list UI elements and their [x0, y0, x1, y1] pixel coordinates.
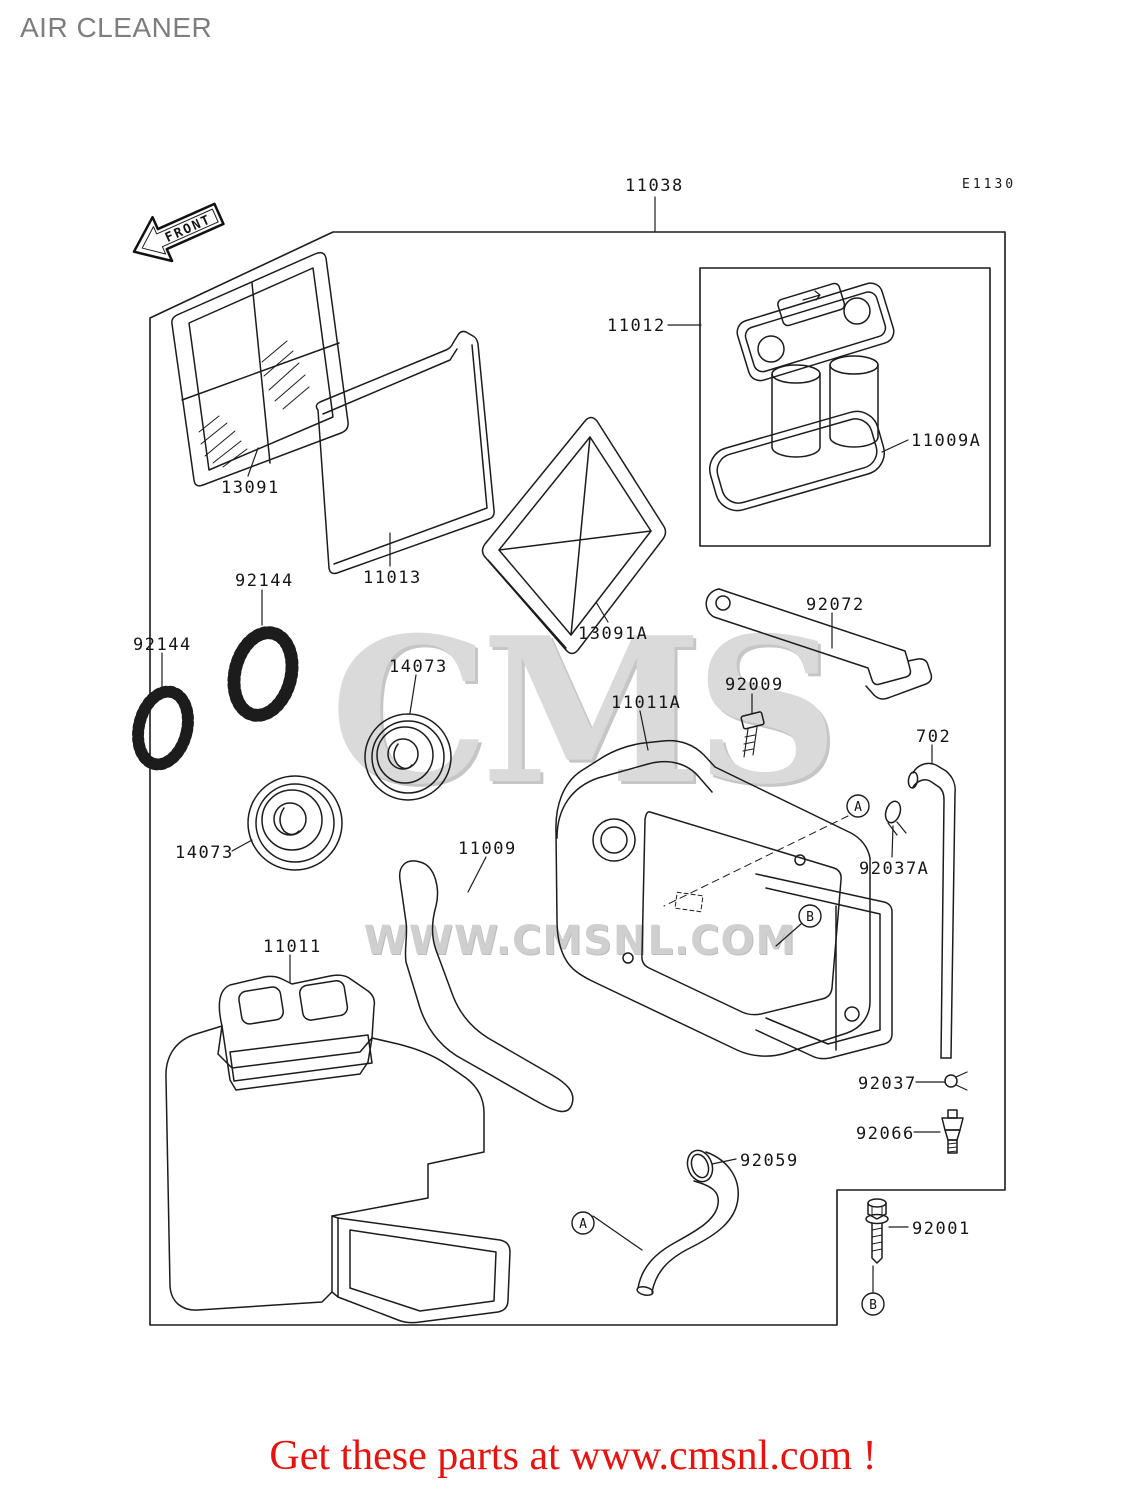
cms-watermark-url: WWW.CMSNL.COM [363, 918, 797, 964]
callout-b-1: B [806, 910, 814, 925]
part-92066-drawing [941, 1109, 964, 1154]
part-14073-drawing [247, 713, 452, 871]
part-13091a-drawing [481, 416, 667, 655]
part-label-92001[interactable]: 92001 [912, 1219, 971, 1239]
part-label-92144-2[interactable]: 92144 [133, 635, 192, 655]
part-11013-drawing [315, 330, 495, 575]
part-label-11012[interactable]: 11012 [607, 316, 666, 336]
part-702-drawing [907, 762, 956, 1059]
part-label-92072[interactable]: 92072 [806, 595, 865, 615]
part-label-14073-1[interactable]: 14073 [389, 657, 448, 677]
part-11012-drawing [736, 282, 895, 458]
part-label-11013[interactable]: 11013 [363, 568, 422, 588]
part-label-92037a[interactable]: 92037A [859, 859, 930, 879]
part-92144-drawing [132, 626, 299, 771]
page-title: AIR CLEANER [20, 12, 213, 43]
part-label-13091a[interactable]: 13091A [578, 624, 649, 644]
part-label-11011a[interactable]: 11011A [611, 693, 682, 713]
part-label-13091[interactable]: 13091 [221, 478, 280, 498]
part-92009-drawing [740, 711, 765, 758]
callout-markers: A B A B [571, 794, 885, 1316]
diagram-code: E1130 [962, 177, 1017, 192]
part-label-92059[interactable]: 92059 [740, 1151, 799, 1171]
part-label-11009[interactable]: 11009 [458, 839, 517, 859]
part-label-11009a[interactable]: 11009A [911, 431, 982, 451]
callout-a-1: A [854, 800, 862, 815]
front-direction-arrow: FRONT [132, 202, 225, 263]
footer-promo-link[interactable]: Get these parts at www.cmsnl.com ! [269, 1433, 877, 1479]
part-11009-drawing [398, 860, 574, 1113]
part-92072-drawing [705, 588, 933, 700]
part-label-14073-2[interactable]: 14073 [175, 843, 234, 863]
part-92037-drawing [944, 1071, 968, 1091]
part-label-92037[interactable]: 92037 [858, 1074, 917, 1094]
part-92037a-drawing [884, 800, 907, 836]
part-11009a-drawing [709, 410, 885, 512]
part-label-92144-1[interactable]: 92144 [235, 571, 294, 591]
diagram-border [149, 231, 1006, 1326]
part-label-11011[interactable]: 11011 [263, 937, 322, 957]
part-label-702[interactable]: 702 [916, 727, 952, 747]
part-11011a-drawing [555, 739, 893, 1060]
cms-watermark-logo: CMS [330, 594, 839, 829]
leader-lines [161, 196, 945, 1293]
part-label-11038[interactable]: 11038 [625, 176, 684, 196]
part-92001-drawing [865, 1198, 889, 1264]
part-label-92066[interactable]: 92066 [856, 1124, 915, 1144]
part-92059-drawing [636, 1149, 739, 1297]
part-11011-drawing [165, 974, 511, 1324]
part-13091-drawing [171, 251, 349, 487]
part-label-92009[interactable]: 92009 [725, 675, 784, 695]
callout-b-2: B [869, 1298, 877, 1313]
callout-a-2: A [579, 1217, 587, 1232]
